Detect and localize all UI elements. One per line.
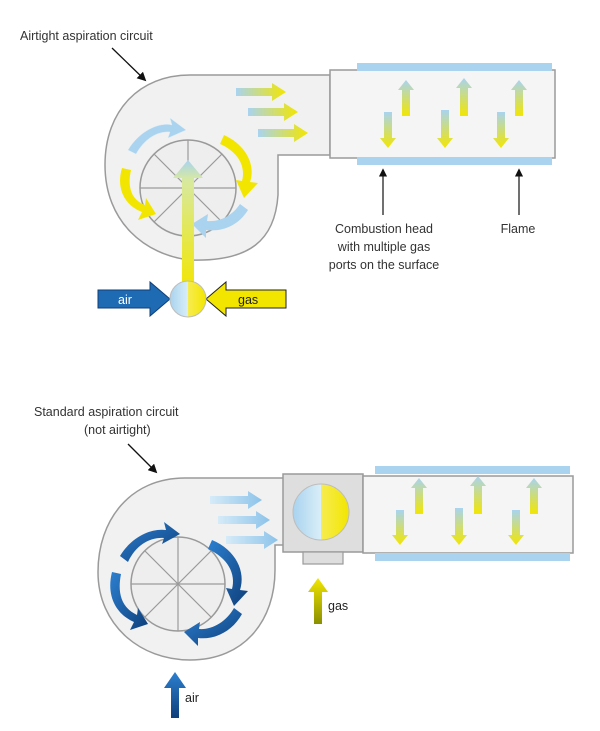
airtight-rotation-arrow-bottom [192, 204, 248, 238]
airtight-rotation-arrow-top [127, 117, 187, 155]
standard-diagram: Standard aspiration circuit (not airtigh… [34, 405, 574, 718]
standard-impeller [130, 536, 226, 632]
standard-pointer [127, 443, 158, 474]
airtight-rotation-arrow-left [120, 168, 156, 220]
standard-mixer-ball [292, 483, 350, 541]
airtight-mixer [169, 280, 207, 318]
airtight-diagram: Airtight aspiration circuit [20, 29, 556, 318]
air-inlet-label: air [118, 293, 132, 307]
standard-outlet-arrows [210, 491, 278, 549]
standard-title-line-1: Standard aspiration circuit [34, 405, 179, 419]
airtight-riser-arrow [173, 160, 203, 290]
gas-inlet-arrow[interactable] [205, 280, 287, 318]
combustion-label-line-1: Combustion head [335, 222, 433, 236]
standard-mixer-tab [302, 551, 344, 565]
airtight-flame-bar-bottom [357, 157, 552, 165]
air-inlet-arrow[interactable] [97, 280, 171, 318]
standard-flame-arrows [392, 476, 542, 545]
airtight-pointer [111, 47, 147, 82]
standard-title-line-2: (not airtight) [84, 423, 151, 437]
airtight-title: Airtight aspiration circuit [20, 29, 153, 43]
airtight-outlet-arrows [236, 83, 308, 142]
airtight-flame-arrows [380, 78, 527, 148]
airtight-rotation-arrow-right [220, 135, 258, 198]
standard-flame-bar-top [375, 466, 570, 474]
standard-rotation-arrow-bottom [184, 608, 242, 646]
standard-flame-bar-bottom [375, 553, 570, 561]
standard-air-label: air [185, 691, 199, 705]
standard-rotation-arrow-top [120, 522, 180, 562]
gas-inlet-label: gas [238, 293, 258, 307]
standard-gas-label: gas [328, 599, 348, 613]
standard-rotation-arrow-left [110, 572, 148, 630]
combustion-label-line-3: ports on the surface [329, 258, 440, 272]
standard-air-arrow[interactable] [164, 672, 186, 718]
flame-label: Flame [501, 222, 536, 236]
standard-rotation-arrow-right [208, 540, 248, 606]
standard-gas-arrow[interactable] [308, 578, 328, 624]
combustion-label-line-2: with multiple gas [337, 240, 430, 254]
airtight-flame-bar-top [357, 63, 552, 71]
